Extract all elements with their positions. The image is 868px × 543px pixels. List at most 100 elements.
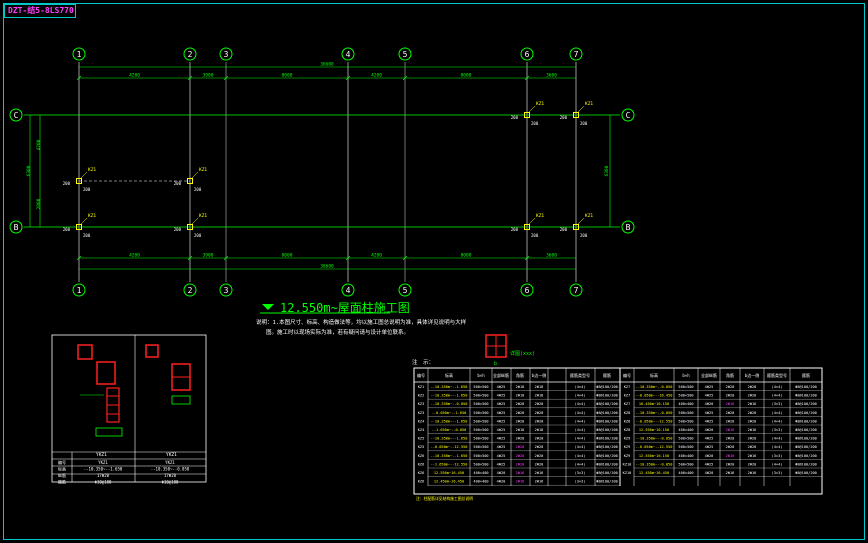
table-cell-3-0: KZ3 <box>418 411 425 415</box>
table-cell-5-7: Φ8@100/200 <box>596 428 618 432</box>
table-cell-right-6-3: 4Φ25 <box>705 437 714 441</box>
dim-tick <box>187 255 193 261</box>
table-cell-1-3: 4Φ25 <box>497 394 506 398</box>
table-cell-right-2-7: Φ8@100/200 <box>795 402 817 406</box>
note-line-1: 说明：1.本图尺寸、标高、构造做法等，均以施工图总说明为准，具体详见说明与大样 <box>256 318 467 326</box>
axis-head-B-left <box>9 220 23 234</box>
table-cell-right-1-1: --0.050m~--16.450 <box>636 394 673 398</box>
table-cell-9-7: Φ8@100/200 <box>596 462 618 466</box>
table-cell-right-4-1: --0.050m~--12.550 <box>636 419 673 423</box>
table-cell-7-3: 4Φ25 <box>497 445 506 449</box>
table-header-right-5: b边一侧 <box>745 372 759 378</box>
table-cell-1-6: (4×4) <box>575 394 586 398</box>
table-cell-9-2: 500×500 <box>473 462 488 466</box>
dim-tick <box>76 255 82 261</box>
dim-tick <box>402 75 408 81</box>
columns: KZ1200200KZ1200200KZ1200200KZ1200200KZ12… <box>63 101 594 238</box>
table-cell-right-6-4: 2Φ20 <box>726 437 735 441</box>
table-cell-1-5: 2Φ18 <box>535 394 544 398</box>
small-row-key-1: 标高 <box>58 466 66 472</box>
dim-tick <box>223 75 229 81</box>
table-cell-3-6: (4×4) <box>575 411 586 415</box>
table-cell-right-10-7: Φ8@100/200 <box>795 471 817 475</box>
table-cell-right-2-6: (3×3) <box>772 402 783 406</box>
dim-tick <box>76 75 82 81</box>
table-cell-right-2-1: 16.450m~16.150 <box>639 402 669 406</box>
table-cell-right-2-3: 4Φ20 <box>705 402 714 406</box>
detail-label: 详图(xxx) <box>510 350 535 357</box>
table-cell-2-2: 500×500 <box>473 402 488 406</box>
dim-seg-4: 8000 <box>461 253 472 259</box>
dim-seg-1: 3900 <box>203 73 214 79</box>
column-dim-b-0: 200 <box>83 187 91 192</box>
table-cell-9-1: --1.650m~--12.550 <box>431 462 468 466</box>
dim-seg-0: 4200 <box>129 253 140 259</box>
table-cell-right-4-2: 500×500 <box>678 419 693 423</box>
table-cell-right-2-4: 2Φ16 <box>726 402 735 406</box>
table-header-4: 角筋 <box>516 372 524 378</box>
table-cell-10-5: 2Φ16 <box>535 471 544 475</box>
axis-head-4-bottom <box>341 283 355 297</box>
column-5 <box>573 112 579 118</box>
table-cell-right-1-2: 500×500 <box>678 394 693 398</box>
table-cell-right-0-1: --10.350m~--0.050 <box>636 385 673 389</box>
column-dim-6: 200 <box>511 227 519 232</box>
table-cell-8-5: 2Φ20 <box>535 454 544 458</box>
table-cell-4-1: --10.350m~--1.650 <box>431 419 468 423</box>
table-cell-4-5: 2Φ20 <box>535 419 544 423</box>
small-row-a-2: 17Φ20 <box>97 473 110 478</box>
table-header-0: 编号 <box>417 372 425 378</box>
axis-head-1-bottom <box>72 283 86 297</box>
table-cell-1-7: Φ8@100/200 <box>596 394 618 398</box>
table-cell-4-7: Φ8@100/200 <box>596 419 618 423</box>
table-cell-right-0-6: (4×4) <box>772 385 783 389</box>
table-header-right-7: 箍筋 <box>802 372 810 378</box>
table-cell-right-9-3: 4Φ25 <box>705 462 714 466</box>
table-cell-right-6-6: (4×4) <box>772 437 783 441</box>
table-header-1: 标高 <box>445 372 453 378</box>
table-cell-right-5-4: 2Φ16 <box>726 428 735 432</box>
table-cell-right-4-0: KZ8 <box>624 419 631 423</box>
table-cell-8-7: Φ8@100/200 <box>596 454 618 458</box>
dim-right: 6300 <box>604 165 610 176</box>
small-row-a-0: YKZ1 <box>98 460 108 465</box>
axis-head-3-top <box>219 47 233 61</box>
drawing-tab-title[interactable]: DZT-结5-8LS770 <box>4 4 76 18</box>
column-dim-5: 200 <box>560 115 568 120</box>
small-row-key-3: 箍筋 <box>58 479 66 485</box>
table-cell-7-2: 500×500 <box>473 445 488 449</box>
axis-head-label-5-bottom: 5 <box>403 286 408 295</box>
column-4 <box>524 112 530 118</box>
table-cell-6-2: 500×500 <box>473 437 488 441</box>
column-label-4: KZ1 <box>536 101 544 107</box>
note-line-2: 图。施工时以现场实际为准，若有疑问请与设计单位联系。 <box>266 328 409 336</box>
table-cell-right-2-0: KZ7 <box>624 402 631 406</box>
table-cell-right-9-5: 2Φ20 <box>748 462 757 466</box>
table-cell-9-5: 2Φ20 <box>535 462 544 466</box>
table-cell-right-9-6: (4×4) <box>772 462 783 466</box>
column-leader <box>577 105 585 113</box>
table-cell-4-0: KZ4 <box>418 419 425 423</box>
small-row-b-2: 17Φ20 <box>164 473 177 478</box>
small-table-header-1: YKZ1 <box>96 452 107 458</box>
dim-total-top: 36600 <box>320 62 334 68</box>
table-cell-right-6-7: Φ8@100/200 <box>795 437 817 441</box>
table-cell-right-1-3: 4Φ25 <box>705 394 714 398</box>
table-cell-right-0-5: 2Φ20 <box>748 385 757 389</box>
column-dim-1: 200 <box>174 181 182 186</box>
axis-head-4-top <box>341 47 355 61</box>
table-cell-right-9-1: --10.350m~--0.050 <box>636 462 673 466</box>
dim-seg-2: 8000 <box>282 253 293 259</box>
table-cell-right-8-7: Φ8@100/200 <box>795 454 817 458</box>
dim-seg-2: 8000 <box>282 73 293 79</box>
table-cell-7-4: 2Φ20 <box>516 445 525 449</box>
column-2 <box>76 224 82 230</box>
table-cell-0-3: 4Φ25 <box>497 385 506 389</box>
table-cell-9-6: (4×4) <box>575 462 586 466</box>
table-cell-right-8-1: 12.550m~16.150 <box>639 454 669 458</box>
table-cell-3-5: 2Φ20 <box>535 411 544 415</box>
table-cell-7-7: Φ8@100/200 <box>596 445 618 449</box>
table-cell-right-5-0: KZ8 <box>624 428 631 432</box>
table-cell-right-5-6: (3×3) <box>772 428 783 432</box>
table-cell-right-2-2: 400×400 <box>678 402 693 406</box>
